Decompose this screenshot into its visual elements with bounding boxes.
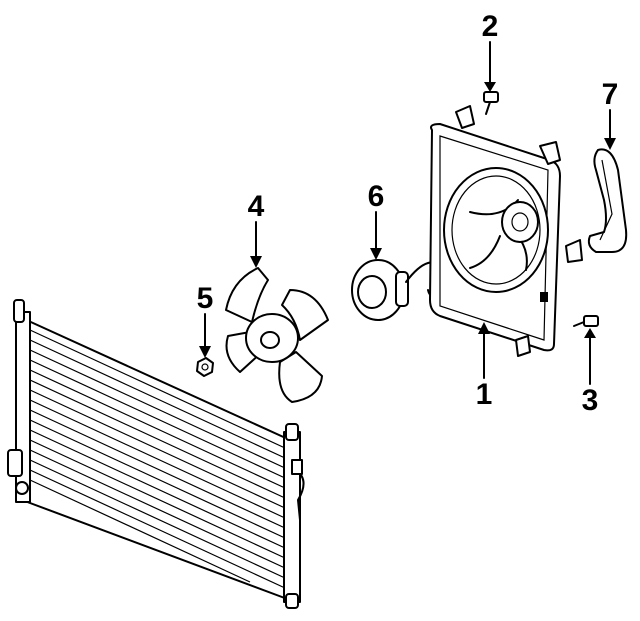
blade-right (281, 289, 329, 341)
fan-blade (225, 267, 329, 403)
callout-4: 4 (248, 190, 265, 223)
shroud-bolt-side (573, 315, 599, 327)
callout-5: 5 (197, 282, 214, 315)
motor-rear (395, 271, 409, 307)
condenser-right-bottom (285, 593, 299, 609)
fan-hub-center (260, 331, 280, 349)
fan-shroud (429, 105, 583, 357)
blade-top-left (225, 267, 269, 323)
seal (587, 148, 628, 253)
bolt-2-head (483, 91, 499, 103)
callout-3: 3 (582, 384, 599, 417)
bolt-3-head (583, 315, 599, 327)
shroud-tab-top (455, 105, 475, 129)
callout-6: 6 (368, 180, 385, 213)
motor-face (357, 275, 387, 309)
callout-7: 7 (602, 78, 619, 111)
condenser-right-tank (283, 431, 301, 603)
condenser-fins (29, 329, 286, 589)
shroud-tab-right (539, 141, 561, 165)
nut-body (196, 357, 214, 377)
seal-outline (587, 148, 628, 253)
callout-1: 1 (476, 378, 493, 411)
leader-lines (199, 41, 616, 385)
shroud-ring (443, 167, 549, 293)
condenser (7, 299, 305, 609)
condenser-left-cap (13, 299, 25, 323)
callout-2: 2 (482, 10, 499, 43)
blade-bottom (278, 351, 323, 403)
shroud-clip (540, 292, 548, 302)
callout-labels: 2 3 1 4 5 6 7 (197, 10, 619, 417)
shroud-tab-bottom (515, 335, 531, 357)
shroud-spoke-3 (469, 235, 501, 269)
shroud-tab-side (565, 239, 583, 263)
condenser-right-fitting (291, 459, 303, 475)
condenser-left-fitting (15, 481, 29, 495)
shroud-bolt-top (483, 91, 499, 115)
fan-nut (196, 357, 214, 377)
shroud-motor-mount (501, 201, 539, 243)
condenser-right-cap (285, 423, 299, 441)
condenser-left-bracket (7, 449, 23, 477)
